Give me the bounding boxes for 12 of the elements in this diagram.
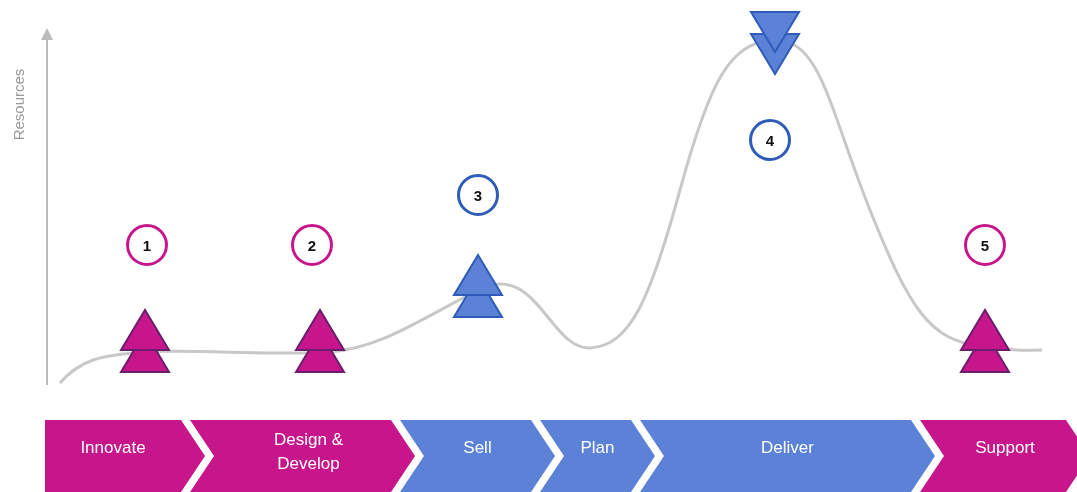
- process-step: Innovate: [45, 420, 205, 492]
- number-circle: 3: [457, 174, 499, 216]
- process-step: Design & Develop: [190, 420, 415, 492]
- process-step: Deliver: [640, 420, 935, 492]
- number-circle: 1: [126, 224, 168, 266]
- axis-label: Resources: [9, 67, 27, 143]
- number-circle: 5: [964, 224, 1006, 266]
- number-circle: 2: [291, 224, 333, 266]
- process-step: Support: [920, 420, 1077, 492]
- process-step: Sell: [400, 420, 555, 492]
- number-circle: 4: [749, 119, 791, 161]
- process-step: Plan: [540, 420, 655, 492]
